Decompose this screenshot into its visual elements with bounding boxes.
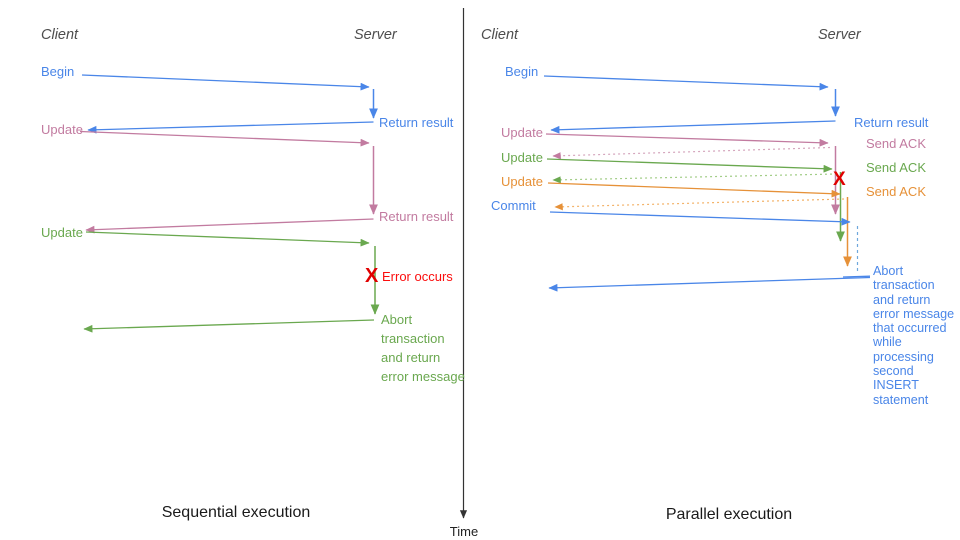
right-update-2-request-line xyxy=(546,158,833,173)
left-diagram-title: Sequential execution xyxy=(161,504,311,521)
left-return-result-1-label: Return result xyxy=(379,115,454,130)
right-server-header: Server xyxy=(818,27,861,43)
right-diagram-title: Parallel execution xyxy=(665,506,793,523)
left-begin-label: Begin xyxy=(41,64,75,79)
left-return-result-2-label: Return result xyxy=(379,209,454,224)
time-axis-label: Time xyxy=(449,524,479,539)
right-begin-label: Begin xyxy=(505,64,539,79)
right-send-ack-2-line xyxy=(552,173,838,184)
left-begin-request-line xyxy=(81,74,370,91)
left-client-header: Client xyxy=(41,27,79,43)
right-send-ack-1-line xyxy=(552,146,831,160)
right-send-ack-1-label: Send ACK xyxy=(866,136,926,151)
left-update-2-label: Update xyxy=(41,225,83,240)
right-commit-request-line xyxy=(549,211,851,226)
right-abort-label: Abort transaction and return error messa… xyxy=(873,264,955,407)
left-return-result-1-line xyxy=(87,121,374,134)
right-begin-request-line xyxy=(543,75,829,91)
right-server-tick-line xyxy=(842,275,871,278)
left-return-result-2-line xyxy=(85,218,374,234)
right-update-3-label: Update xyxy=(501,174,543,189)
right-send-ack-3-label: Send ACK xyxy=(866,184,926,199)
left-update-1-request-line xyxy=(79,130,370,147)
left-server-header: Server xyxy=(354,27,397,43)
left-update-2-request-line xyxy=(85,231,370,247)
right-return-result-line xyxy=(550,120,836,134)
right-update-2-label: Update xyxy=(501,150,543,165)
left-abort-response-line xyxy=(83,319,375,333)
right-update-1-label: Update xyxy=(501,125,543,140)
left-abort-label: Abort transaction and return error messa… xyxy=(381,312,465,384)
right-error-x-icon: X xyxy=(833,169,846,190)
right-return-result-label: Return result xyxy=(854,115,929,130)
left-update-1-label: Update xyxy=(41,122,83,137)
right-client-header: Client xyxy=(481,27,519,43)
right-update-3-request-line xyxy=(547,182,841,198)
right-send-ack-2-label: Send ACK xyxy=(866,160,926,175)
right-update-1-request-line xyxy=(545,133,829,147)
left-error-occurs-label: Error occurs xyxy=(382,269,453,284)
right-abort-response-line xyxy=(548,276,871,292)
right-commit-label: Commit xyxy=(491,198,536,213)
right-send-ack-3-line xyxy=(554,198,845,211)
left-error-x-icon: X xyxy=(365,265,379,287)
